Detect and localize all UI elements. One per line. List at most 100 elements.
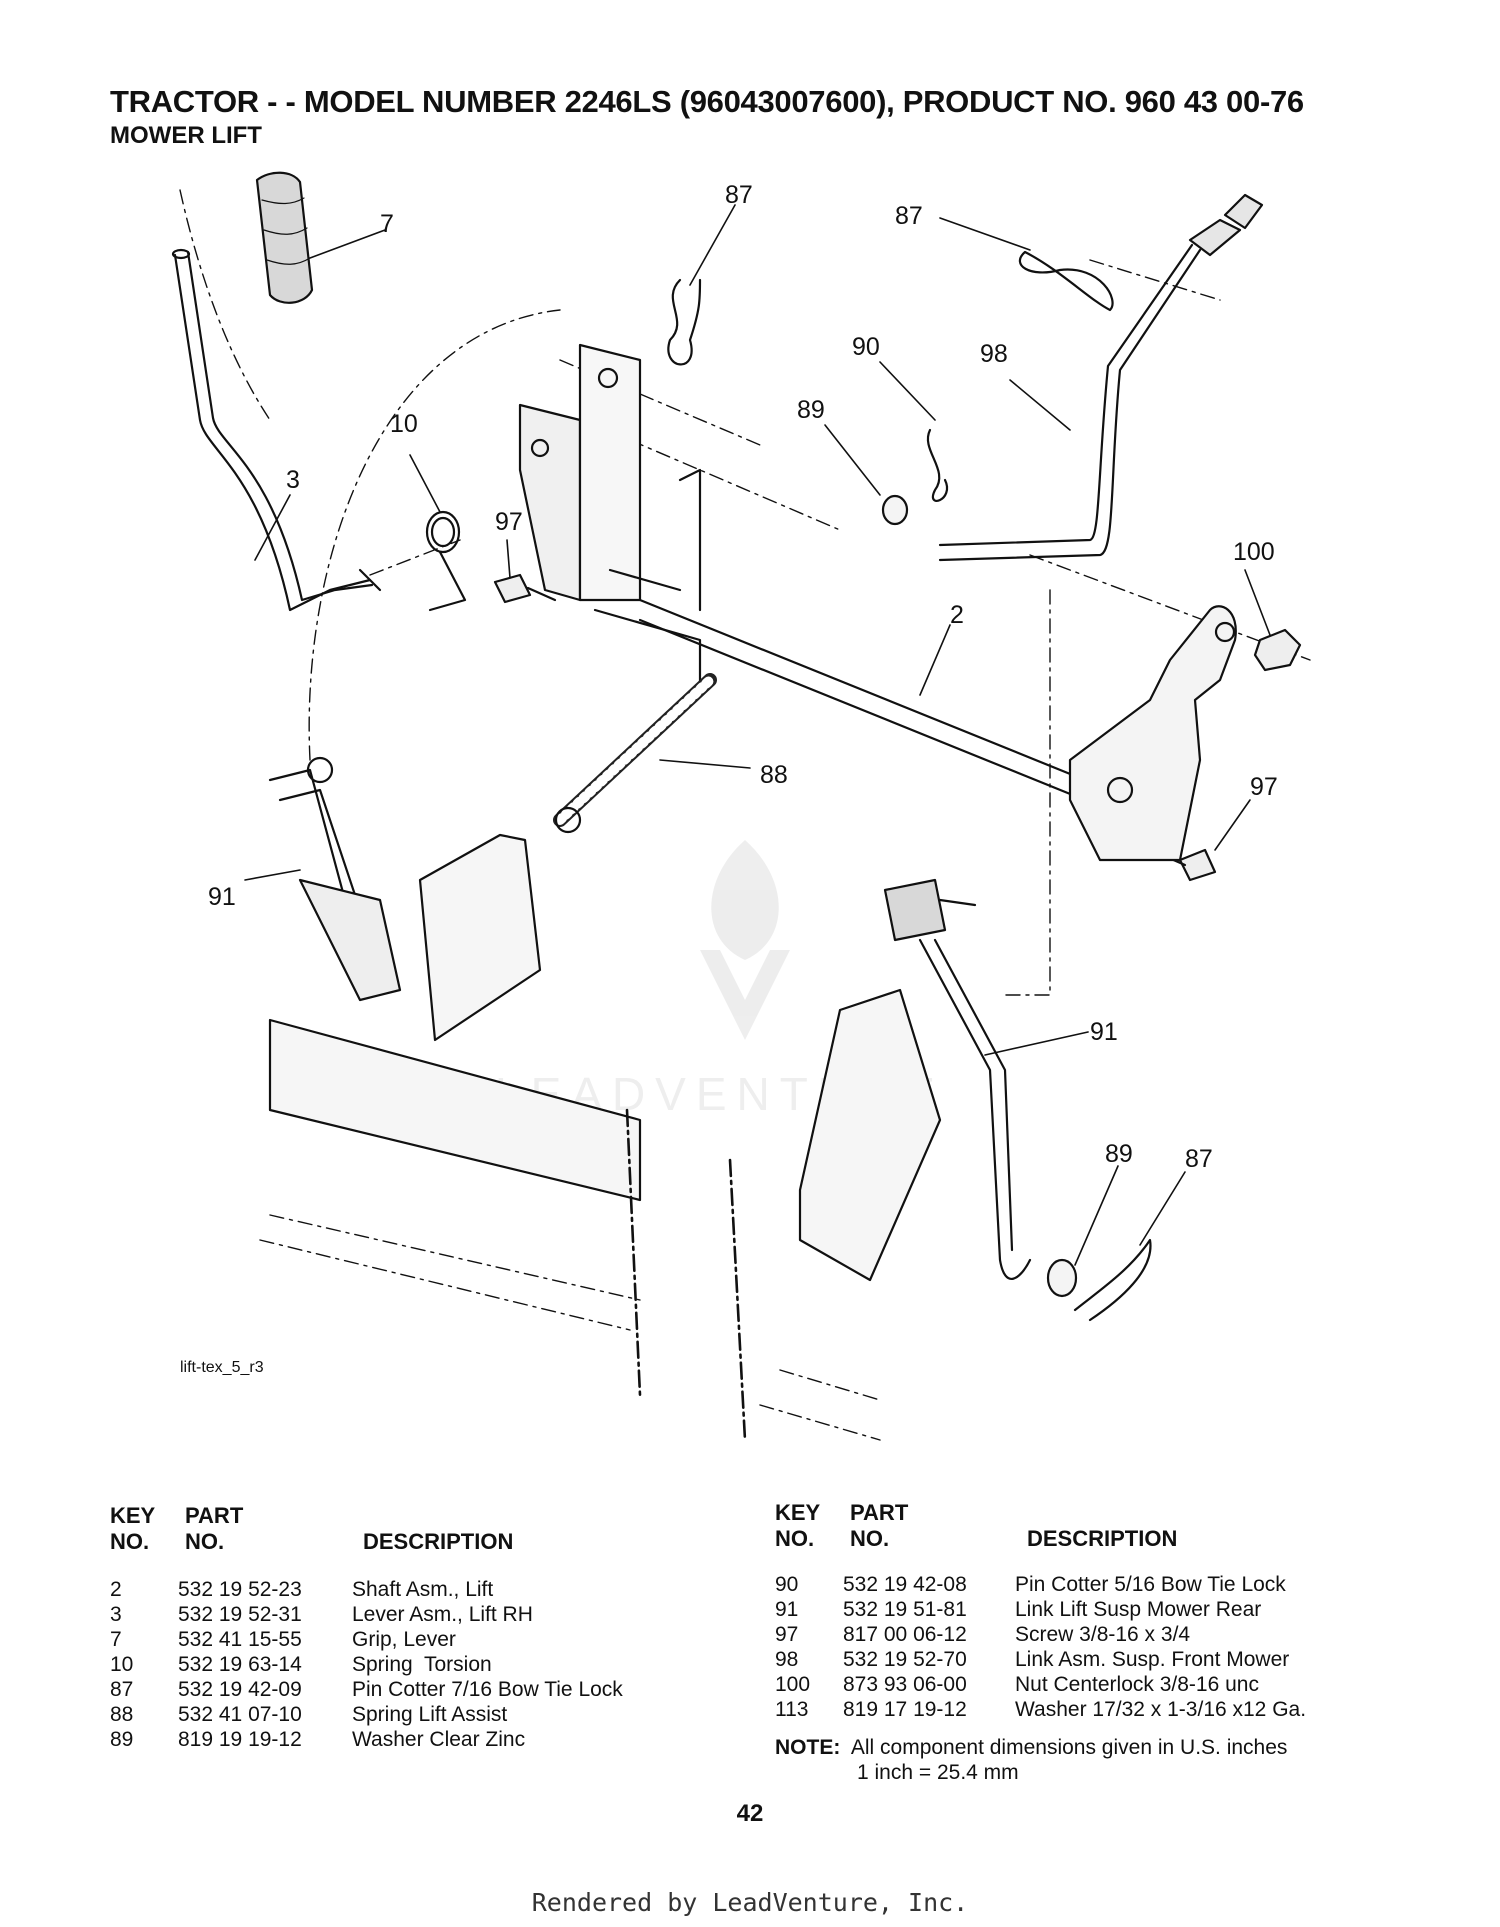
- description: Spring Lift Assist: [352, 1703, 508, 1726]
- deck-edge-guides: [625, 1108, 747, 1442]
- description: Pin Cotter 7/16 Bow Tie Lock: [352, 1678, 623, 1701]
- callout-97: 97: [1250, 773, 1278, 801]
- header-key-line2: NO.: [110, 1529, 150, 1554]
- leadventure-watermark-logo: [700, 840, 790, 1040]
- grip-lever-part: [255, 171, 314, 304]
- lift-arm-part: [1068, 605, 1237, 862]
- pin-cotter-part: [927, 428, 949, 502]
- part-no: 532 41 07-10: [178, 1703, 302, 1726]
- mounting-bracket-part: [518, 343, 702, 692]
- key-no: 89: [110, 1728, 134, 1751]
- header-key-line1: KEY: [110, 1503, 156, 1528]
- callout-90: 90: [852, 333, 880, 361]
- dimensions-note: NOTE: All component dimensions given in …: [775, 1735, 1287, 1785]
- table-header: KEY NO. PART NO. DESCRIPTION: [110, 1503, 730, 1563]
- header-key-line2: NO.: [775, 1526, 815, 1551]
- washer-part: [1046, 1258, 1078, 1298]
- key-no: 90: [775, 1573, 799, 1596]
- header-description: DESCRIPTION: [363, 1529, 514, 1554]
- callout-87: 87: [1185, 1145, 1213, 1173]
- part-no: 873 93 06-00: [843, 1673, 967, 1696]
- key-no: 7: [110, 1628, 122, 1651]
- pin-cotter-part: [667, 278, 702, 366]
- callout-89: 89: [797, 396, 825, 424]
- part-no: 532 19 52-23: [178, 1578, 302, 1601]
- table-row: 7 532 41 15-55 Grip, Lever: [110, 1627, 730, 1652]
- key-no: 97: [775, 1623, 799, 1646]
- callout-91: 91: [208, 883, 236, 911]
- callout-91: 91: [1090, 1018, 1118, 1046]
- table-row: 2 532 19 52-23 Shaft Asm., Lift: [110, 1577, 730, 1602]
- pin-cotter-part: [1073, 1238, 1152, 1322]
- callout-98: 98: [980, 340, 1008, 368]
- callout-89: 89: [1105, 1140, 1133, 1168]
- callout-87: 87: [895, 202, 923, 230]
- table-header: KEY NO. PART NO. DESCRIPTION: [775, 1500, 1375, 1560]
- key-no: 88: [110, 1703, 134, 1726]
- callout-10: 10: [390, 410, 418, 438]
- page-title: TRACTOR - - MODEL NUMBER 2246LS (9604300…: [110, 84, 1304, 119]
- key-no: 10: [110, 1653, 134, 1676]
- note-line1: All component dimensions given in U.S. i…: [850, 1736, 1288, 1759]
- part-no: 532 19 51-81: [843, 1598, 967, 1621]
- callout-87: 87: [725, 181, 753, 209]
- header-part-line2: NO.: [850, 1526, 890, 1551]
- key-no: 98: [775, 1648, 799, 1671]
- callout-100: 100: [1233, 538, 1275, 566]
- screw-part: [493, 573, 1217, 882]
- part-no: 532 19 63-14: [178, 1653, 302, 1676]
- header-part-line1: PART: [850, 1500, 909, 1525]
- key-no: 3: [110, 1603, 122, 1626]
- part-no: 819 17 19-12: [843, 1698, 967, 1721]
- part-no: 817 00 06-12: [843, 1623, 967, 1646]
- table-row: 98 532 19 52-70 Link Asm. Susp. Front Mowe…: [775, 1647, 1375, 1672]
- part-no: 532 19 52-31: [178, 1603, 302, 1626]
- part-no: 532 19 42-09: [178, 1678, 302, 1701]
- header-part-line1: PART: [185, 1503, 244, 1528]
- header-description: DESCRIPTION: [1027, 1526, 1178, 1551]
- rear-link-part: [268, 756, 402, 1002]
- description: Screw 3/8-16 x 3/4: [1015, 1623, 1191, 1646]
- parts-table-left: KEY NO. PART NO. DESCRIPTION 2 532 19 52-…: [110, 1503, 730, 1752]
- section-title: MOWER LIFT: [110, 122, 262, 149]
- description: Grip, Lever: [352, 1628, 456, 1651]
- centerlock-nut-part: [1253, 628, 1302, 672]
- header-key-line1: KEY: [775, 1500, 821, 1525]
- torsion-spring-part: [425, 510, 467, 612]
- table-row: 88 532 41 07-10 Spring Lift Assist: [110, 1702, 730, 1727]
- key-no: 91: [775, 1598, 799, 1621]
- description: Shaft Asm., Lift: [352, 1578, 494, 1601]
- description: Nut Centerlock 3/8-16 unc: [1015, 1673, 1259, 1696]
- table-row: 87 532 19 42-09 Pin Cotter 7/16 Bow Tie Lo…: [110, 1677, 730, 1702]
- description: Link Lift Susp Mower Rear: [1015, 1598, 1262, 1621]
- callout-88: 88: [760, 761, 788, 789]
- part-no: 532 19 52-70: [843, 1648, 967, 1671]
- key-no: 87: [110, 1678, 134, 1701]
- callout-2: 2: [950, 601, 964, 629]
- lift-lever-part: [171, 248, 382, 612]
- note-label: NOTE:: [775, 1736, 841, 1759]
- table-row: 90 532 19 42-08 Pin Cotter 5/16 Bow Tie Lo…: [775, 1572, 1375, 1597]
- assist-spring-part: [553, 673, 717, 834]
- rear-link-part: [883, 878, 1032, 1281]
- key-no: 2: [110, 1578, 122, 1601]
- description: Link Asm. Susp. Front Mower: [1015, 1648, 1290, 1671]
- table-row: 97 817 00 06-12 Screw 3/8-16 x 3/4: [775, 1622, 1375, 1647]
- part-no: 532 19 42-08: [843, 1573, 967, 1596]
- washer-part: [881, 494, 909, 526]
- lift-shaft-part: [638, 598, 1087, 802]
- mower-deck-bracket-part: [268, 833, 942, 1282]
- description: Pin Cotter 5/16 Bow Tie Lock: [1015, 1573, 1286, 1596]
- callout-97: 97: [495, 508, 523, 536]
- callout-numbers: 7 87 87 90 98 89 10 3 97 100 2 88 97 91 …: [208, 181, 1278, 1173]
- part-no: 819 19 19-12: [178, 1728, 302, 1751]
- callout-7: 7: [380, 210, 394, 238]
- parts-table-right: KEY NO. PART NO. DESCRIPTION 90 532 19 42…: [775, 1500, 1375, 1722]
- part-no: 532 41 15-55: [178, 1628, 302, 1651]
- drawing-tag: lift-tex_5_r3: [180, 1359, 264, 1376]
- table-row: 91 532 19 51-81 Link Lift Susp Mower Rear: [775, 1597, 1375, 1622]
